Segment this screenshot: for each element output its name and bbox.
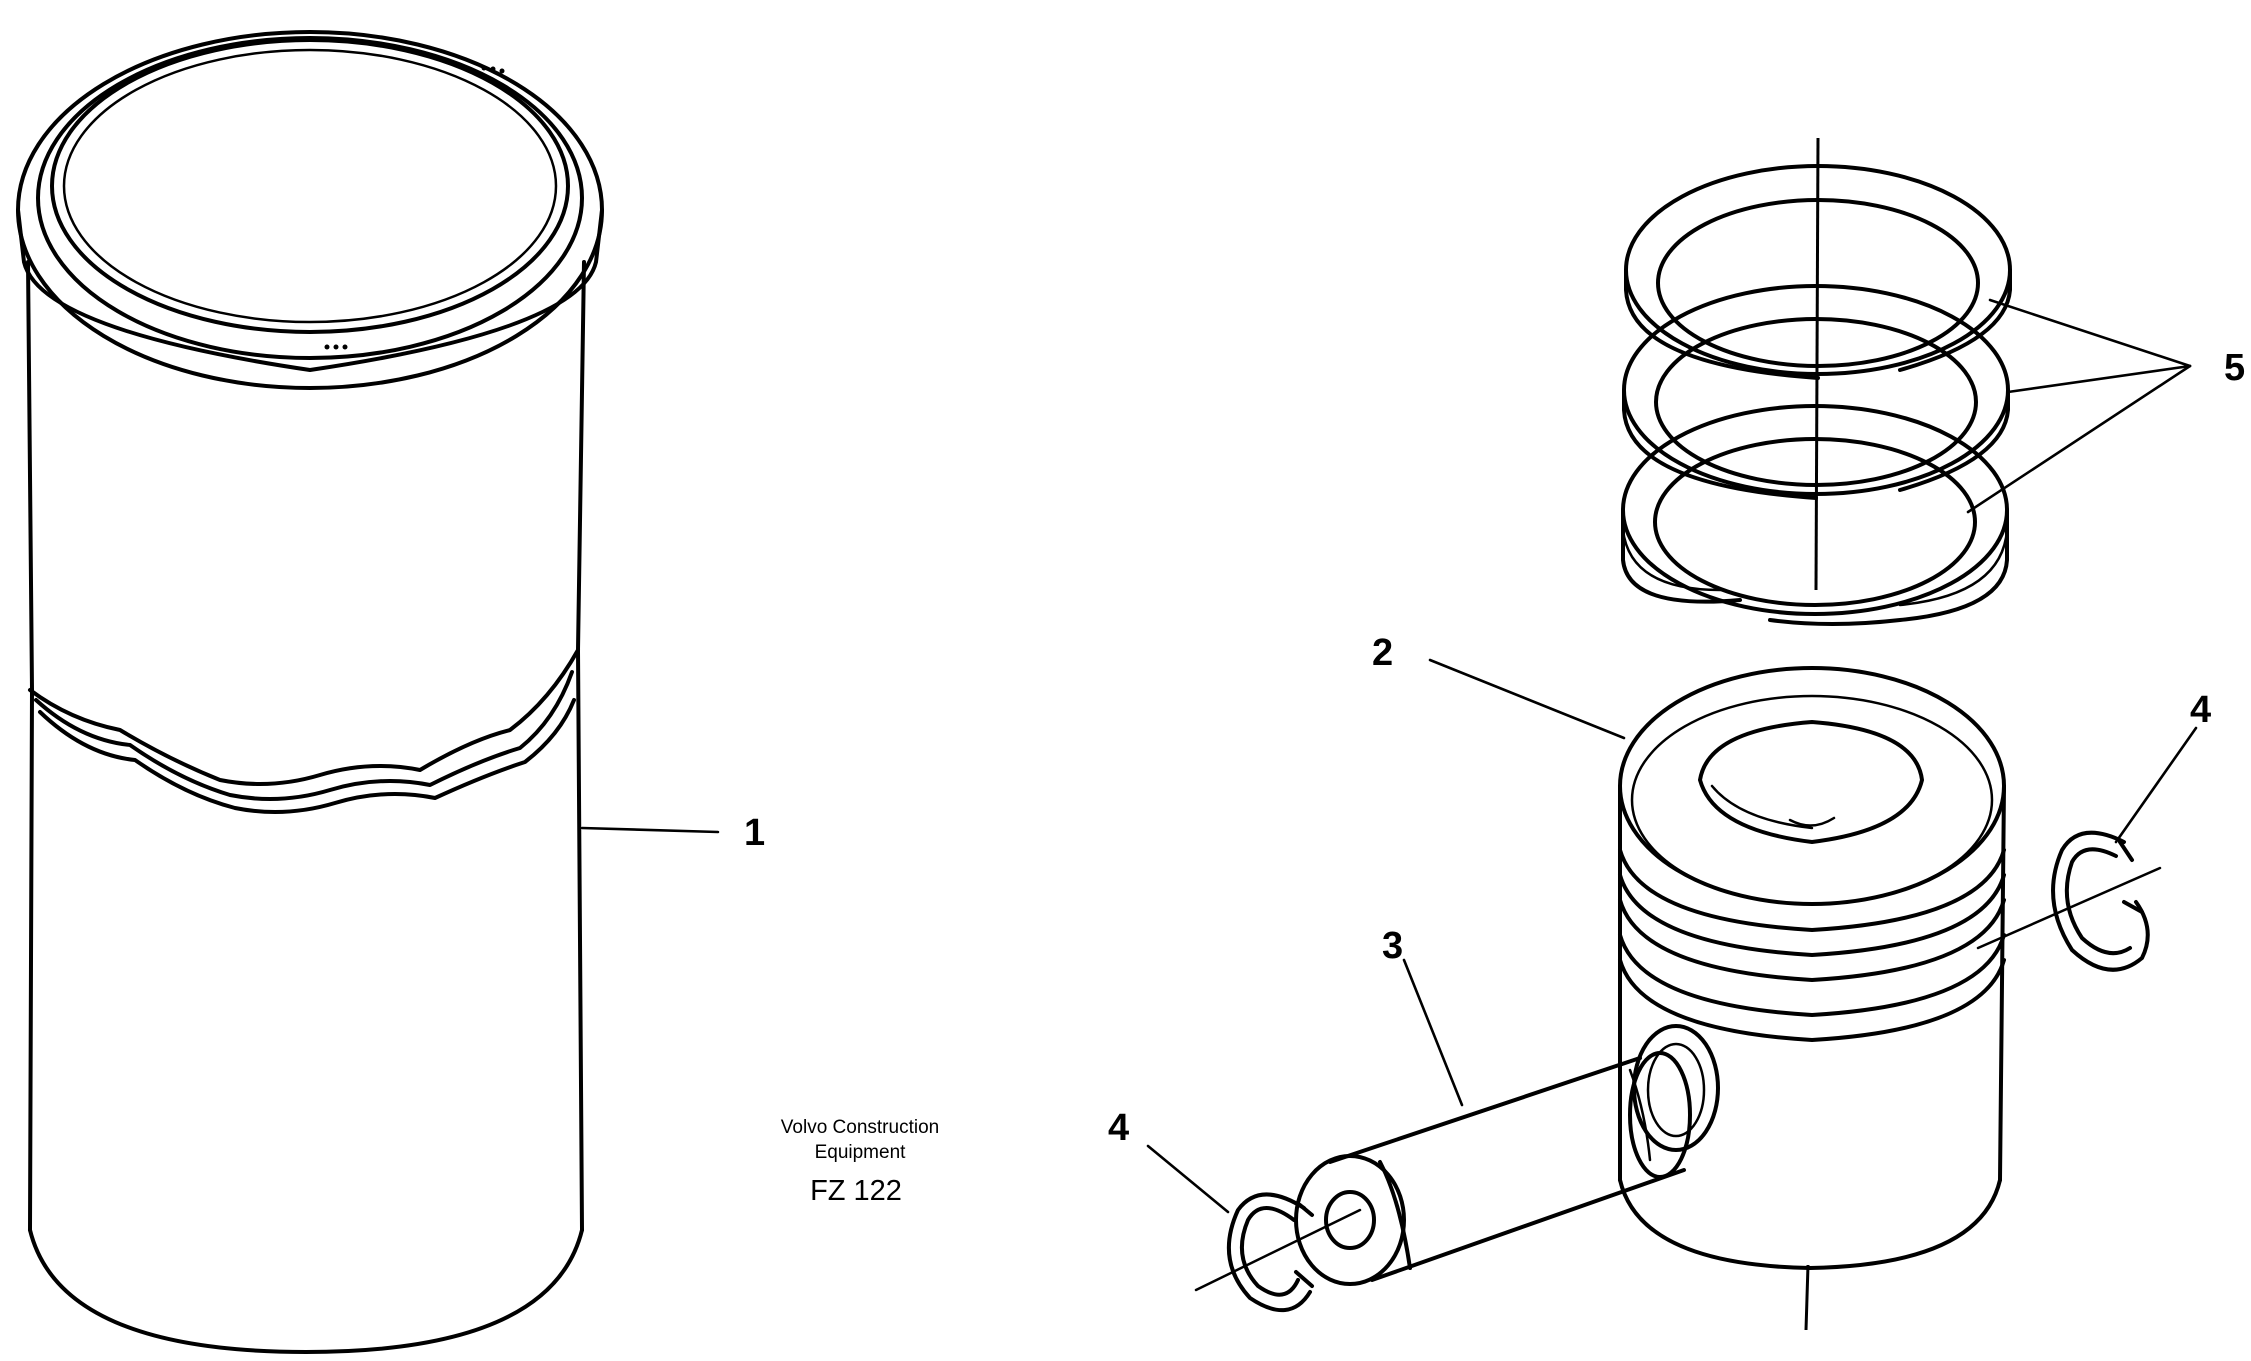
piston-rings: 5 bbox=[1621, 164, 2245, 626]
callout-5: 5 bbox=[2224, 347, 2245, 389]
piston: 2 bbox=[1372, 632, 2006, 1270]
callout-4-right: 4 bbox=[2190, 689, 2211, 731]
figure-caption: Volvo Construction Equipment FZ 122 bbox=[781, 1117, 939, 1207]
caption-figure-code: FZ 122 bbox=[810, 1175, 902, 1207]
circlip-left: 4 bbox=[1108, 1107, 1362, 1313]
callout-2: 2 bbox=[1372, 632, 1393, 674]
piston-pin: 3 bbox=[1294, 925, 1692, 1286]
cylinder-liner: 1 bbox=[16, 30, 765, 1354]
callout-4-left: 4 bbox=[1108, 1107, 1129, 1149]
caption-company-line2: Equipment bbox=[815, 1142, 907, 1163]
circlip-right: 4 bbox=[1976, 689, 2211, 972]
caption-company-line1: Volvo Construction bbox=[781, 1117, 939, 1138]
callout-3: 3 bbox=[1382, 925, 1403, 967]
callout-1: 1 bbox=[744, 812, 765, 854]
